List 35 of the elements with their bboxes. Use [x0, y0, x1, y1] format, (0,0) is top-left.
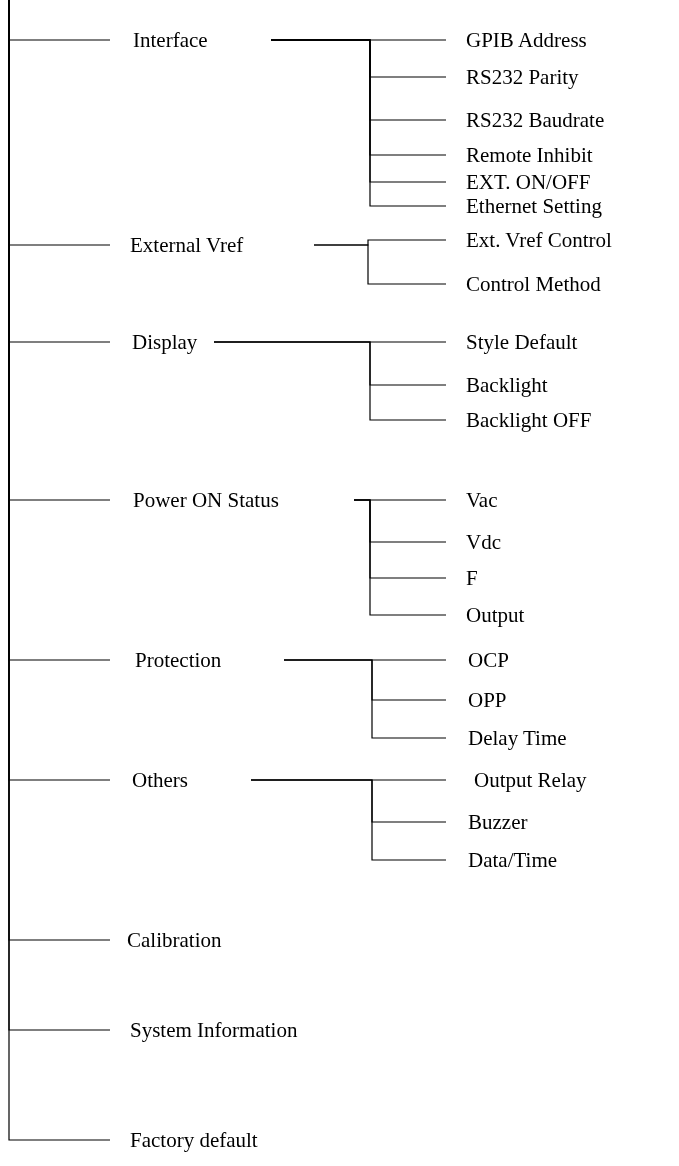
- tree-connector: [313, 244, 447, 285]
- menu-item-label: Backlight: [466, 372, 548, 398]
- menu-item-label: Ethernet Setting: [466, 193, 602, 219]
- menu-item-label: Interface: [133, 27, 208, 53]
- menu-item-label: RS232 Baudrate: [466, 107, 605, 133]
- menu-item-label: Delay Time: [468, 725, 567, 751]
- menu-item-label: Output Relay: [474, 767, 587, 793]
- menu-item-label: Data/Time: [468, 847, 558, 873]
- menu-item-label: Vac: [466, 487, 498, 513]
- menu-item-label: External Vref: [130, 232, 244, 258]
- menu-item-label: EXT. ON/OFF: [466, 169, 591, 195]
- menu-item-label: Display: [132, 329, 198, 355]
- menu-item-label: Others: [132, 767, 188, 793]
- menu-item-label: Backlight OFF: [466, 407, 592, 433]
- menu-item-label: Protection: [135, 647, 222, 673]
- menu-item-label: Remote Inhibit: [466, 142, 593, 168]
- menu-item-label: System Information: [130, 1017, 298, 1043]
- menu-item-label: Power ON Status: [133, 487, 279, 513]
- menu-item-label: Calibration: [127, 927, 222, 953]
- menu-item-label: F: [466, 565, 478, 591]
- tree-connector: [353, 499, 447, 616]
- menu-item-label: RS232 Parity: [466, 64, 579, 90]
- menu-item-label: GPIB Address: [466, 27, 587, 53]
- menu-item-label: Ext. Vref Control: [466, 227, 612, 253]
- menu-item-label: Output: [466, 602, 525, 628]
- menu-item-label: OPP: [468, 687, 507, 713]
- tree-connector: [213, 341, 447, 421]
- menu-item-label: Style Default: [466, 329, 578, 355]
- tree-connector: [250, 779, 447, 861]
- menu-item-label: OCP: [468, 647, 509, 673]
- menu-item-label: Buzzer: [468, 809, 528, 835]
- tree-connector: [283, 659, 447, 739]
- menu-item-label: Factory default: [130, 1127, 258, 1153]
- menu-item-label: Vdc: [466, 529, 501, 555]
- menu-item-label: Control Method: [466, 271, 601, 297]
